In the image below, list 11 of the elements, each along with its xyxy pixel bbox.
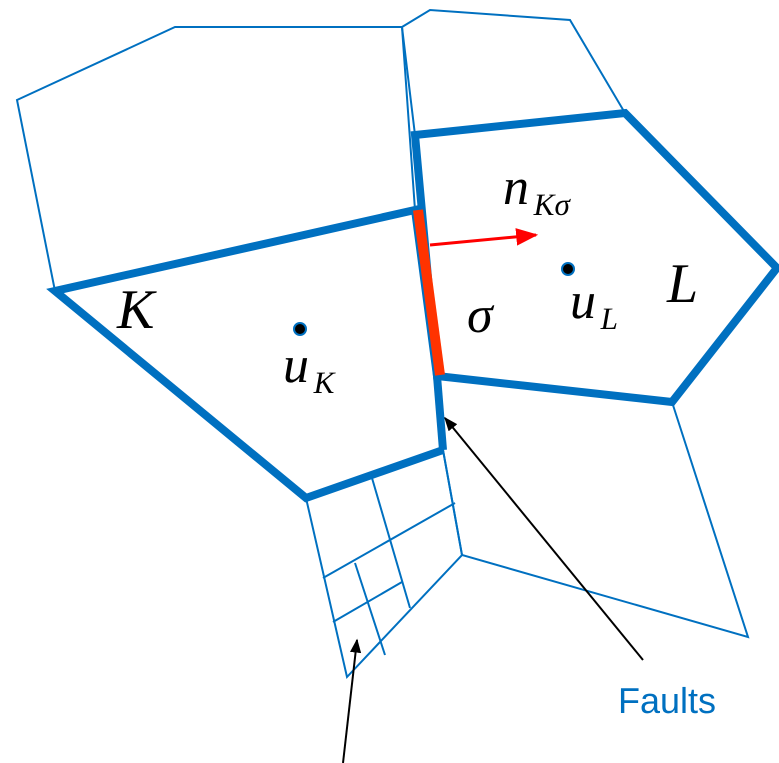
annotation-text: Faults [618,683,716,719]
cell-label: K [117,282,154,338]
cell-label: L [667,256,698,312]
leader-line [342,638,362,763]
face-label: σ [467,290,493,342]
leader-line [444,416,644,661]
math-symbol: n$_{Kσ}$ [503,162,570,220]
fault-line [433,376,447,450]
refined-mesh-cell [304,448,464,680]
math-symbol: u$_{L}$ [570,276,618,334]
math-symbol: u$_{K}$ [283,340,334,398]
